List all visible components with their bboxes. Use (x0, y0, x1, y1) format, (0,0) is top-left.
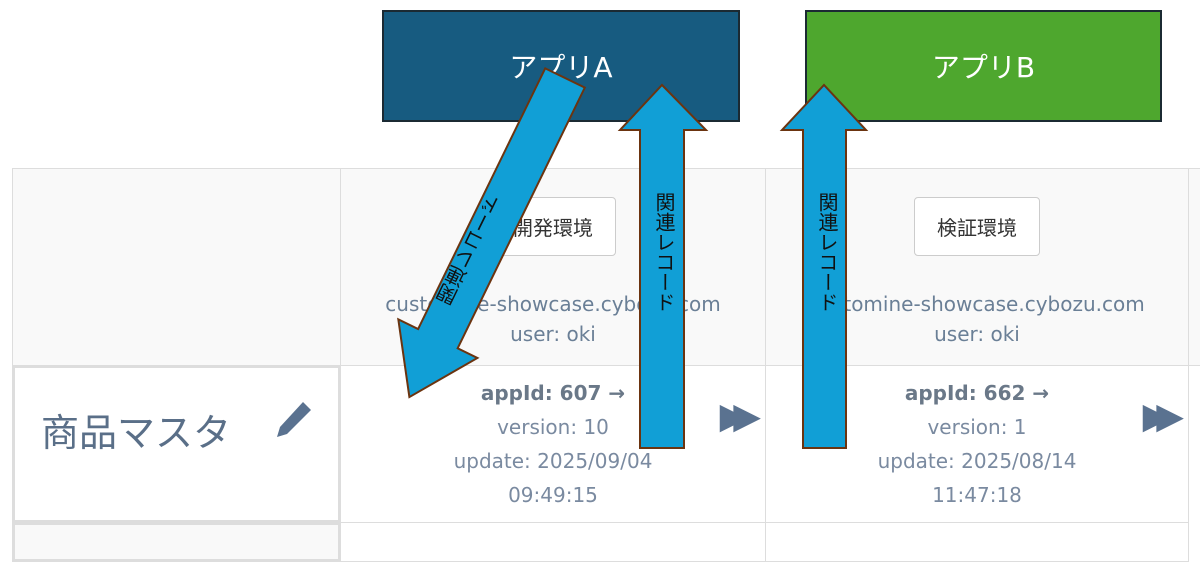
arrows-overlay (397, 67, 869, 449)
corner-cell (12, 168, 341, 366)
row-title-cell: 商品マスタ (12, 365, 341, 523)
app-cell-dev: appId: 607 → version: 10 update: 2025/09/0… (340, 365, 766, 523)
user: user: oki (934, 322, 1020, 346)
pencil-icon[interactable] (273, 398, 319, 444)
arrow-label-a-up: 関連レコード (652, 192, 676, 312)
app-id-link[interactable]: appId: 607 → (480, 381, 626, 405)
arrow-label-b-up: 関連レコード (815, 192, 839, 312)
app-cell-staging: appId: 662 → version: 1 update: 2025/08/14… (765, 365, 1189, 523)
host: customine-showcase.cybozu.com (809, 292, 1145, 316)
version: version: 10 (497, 415, 609, 439)
update-time: 09:49:15 (508, 483, 598, 507)
update-time: 11:47:18 (932, 483, 1022, 507)
update-date: update: 2025/09/04 (453, 449, 653, 473)
arrow-up-a (617, 83, 709, 449)
user: user: oki (510, 322, 596, 346)
app-b-label: アプリB (931, 51, 1036, 84)
env-button-staging[interactable]: 検証環境 (914, 197, 1040, 256)
version: version: 1 (927, 415, 1027, 439)
app-id-link[interactable]: appId: 662 → (904, 381, 1050, 405)
arrow-up-b (779, 83, 869, 449)
row-title: 商品マスタ (41, 411, 232, 455)
extra-column (1188, 168, 1200, 366)
arrow-down-a (397, 67, 587, 399)
app-b-box: アプリB (805, 10, 1162, 122)
update-date: update: 2025/08/14 (877, 449, 1077, 473)
